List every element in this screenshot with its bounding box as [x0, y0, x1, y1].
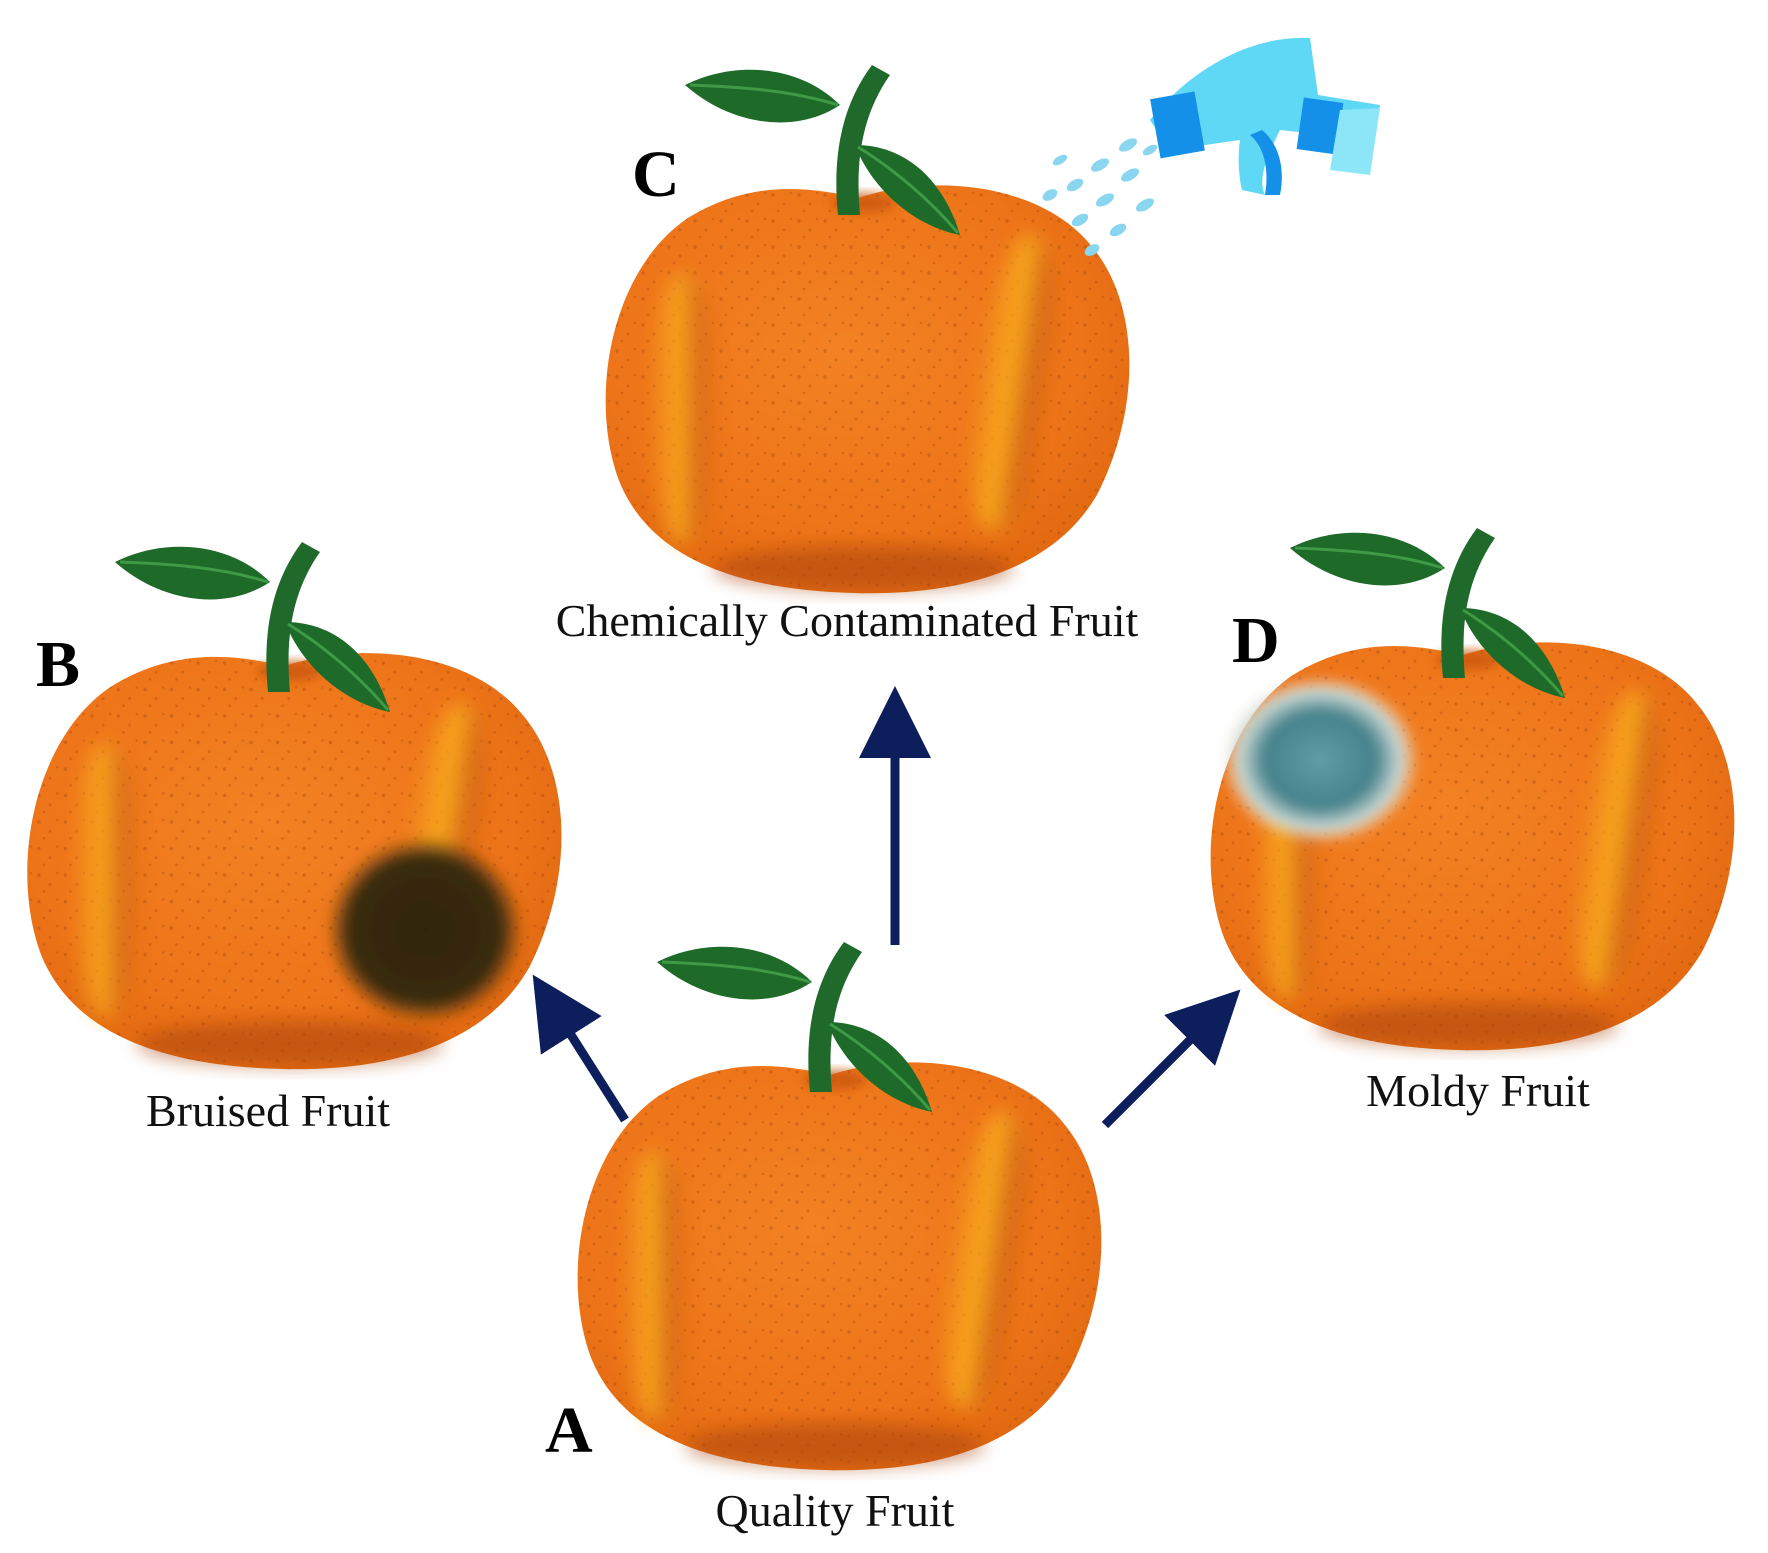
orange-icon — [606, 185, 1130, 593]
mold-spot — [1220, 675, 1420, 845]
spray-bottle-icon — [1042, 37, 1380, 256]
bruise-spot — [325, 835, 525, 1025]
caption-bruised-fruit: Bruised Fruit — [145, 1085, 391, 1136]
arrow-to-b — [532, 974, 629, 1123]
orange-icon — [578, 1062, 1102, 1470]
caption-quality-fruit: Quality Fruit — [715, 1485, 955, 1536]
panel-letter-b: B — [36, 628, 81, 701]
fruit-b-illustration — [27, 540, 561, 1069]
fruit-d-illustration — [1211, 526, 1735, 1050]
fruit-a-illustration — [578, 940, 1102, 1470]
caption-moldy-fruit: Moldy Fruit — [1366, 1065, 1590, 1116]
spray-droplets — [1042, 138, 1158, 256]
arrow-to-d — [1101, 989, 1241, 1129]
panel-letter-d: D — [1232, 604, 1280, 677]
panel-letter-a: A — [545, 1394, 593, 1467]
fruit-c-illustration — [606, 63, 1130, 593]
panel-letter-c: C — [632, 138, 680, 211]
caption-chemically-contaminated-fruit: Chemically Contaminated Fruit — [555, 595, 1139, 646]
